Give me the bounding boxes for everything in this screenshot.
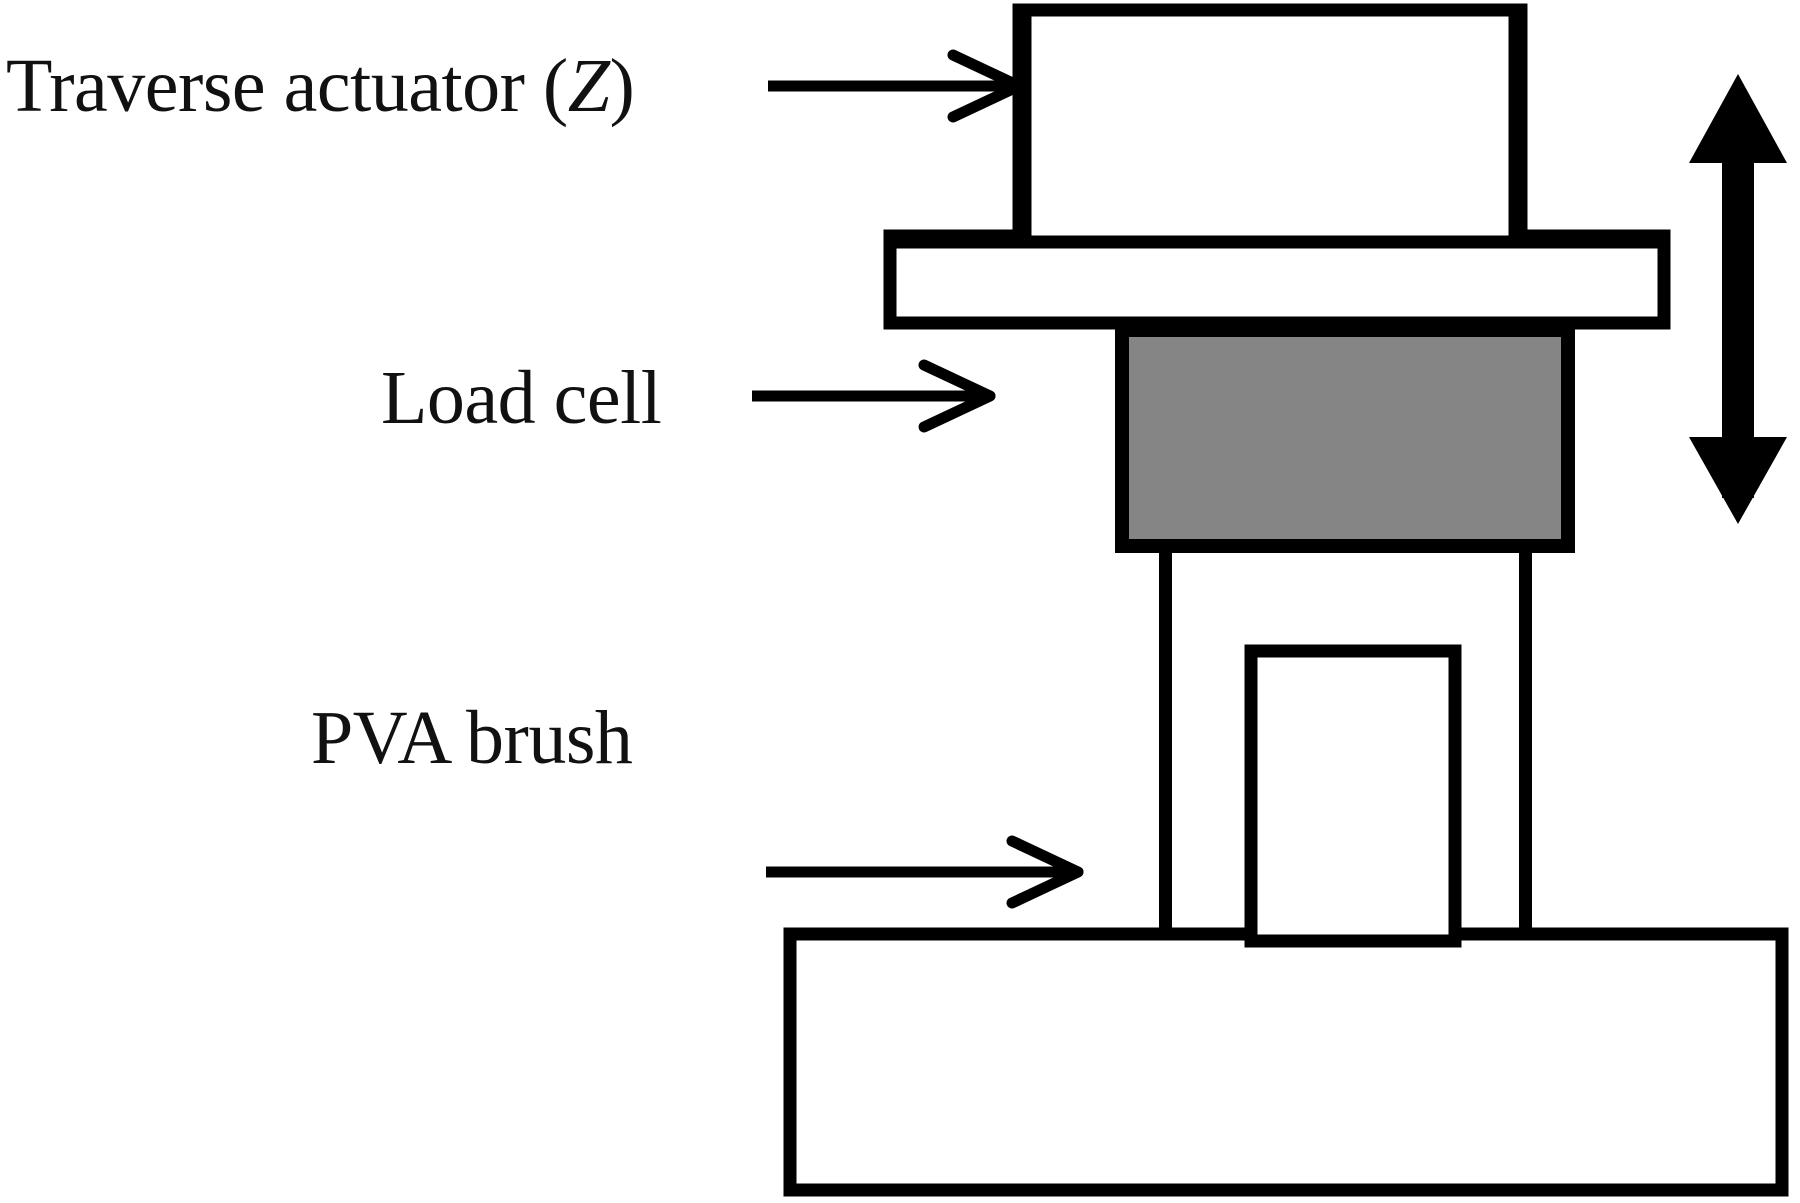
shaft-right-wall (1519, 540, 1532, 940)
load-cell-leader-arrow (752, 359, 996, 433)
pva-brush-specimen (1244, 644, 1462, 948)
label-traverse-actuator-prefix: Traverse actuator ( (6, 44, 568, 128)
label-load-cell: Load cell (381, 356, 662, 440)
pva-brush-leader-arrow (766, 835, 1084, 909)
vertical-travel-arrow (1689, 74, 1787, 524)
label-traverse-actuator-axis-symbol: Z (567, 44, 610, 128)
mounting-flange-plate (883, 229, 1671, 330)
arrow-head-down (1689, 437, 1787, 524)
shaft-left-wall (1159, 540, 1172, 940)
label-traverse-actuator: Traverse actuator (Z) (6, 48, 635, 124)
label-traverse-actuator-suffix: ) (609, 44, 635, 128)
substrate-base-platform (783, 927, 1789, 1197)
traverse-actuator-body (1012, 3, 1528, 249)
label-pva-brush: PVA brush (311, 696, 633, 780)
load-cell-block (1115, 323, 1575, 553)
traverse-actuator-leader-arrow (768, 49, 1025, 123)
arrow-head-up (1689, 74, 1787, 163)
